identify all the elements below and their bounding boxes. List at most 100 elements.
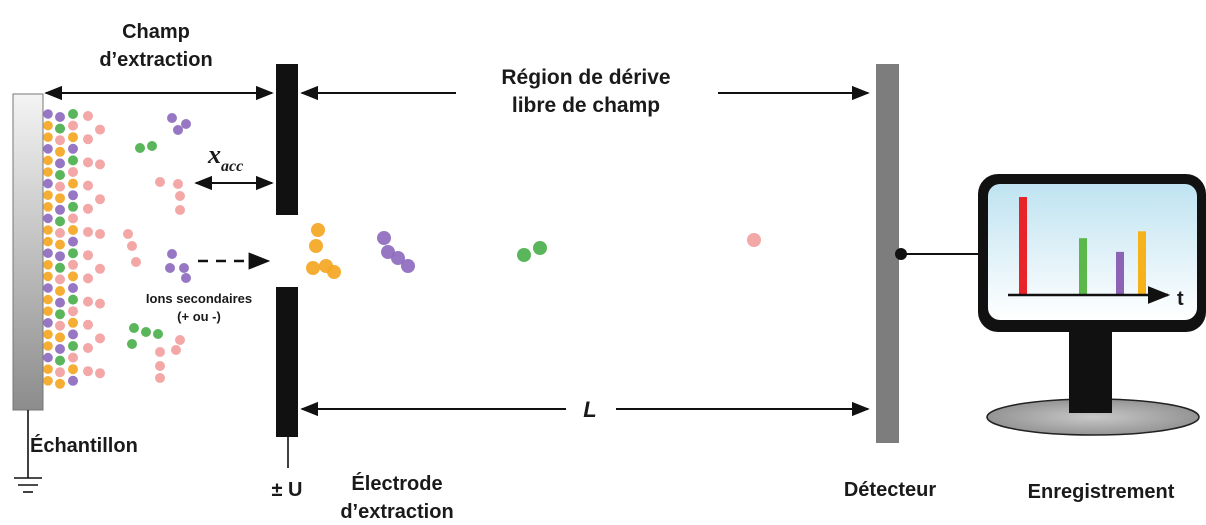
surface-ion [95,368,105,379]
ejected-ion [165,263,175,273]
ejected-ion [153,329,163,339]
surface-ion [68,120,78,131]
surface-ion [43,260,53,270]
surface-ion [83,343,93,353]
ejected-ion [141,327,151,337]
surface-ion [55,355,65,366]
surface-ion [43,178,53,189]
ejected-ion [127,339,137,349]
surface-ion [68,143,78,154]
surface-ion [95,298,105,309]
ejected-ion [171,345,181,355]
time-axis-label: t [1177,288,1184,310]
ejected-ion [155,373,165,383]
surface-ion [55,274,65,285]
surface-ion [43,329,53,340]
surface-ion [43,271,53,282]
electrode-bottom [276,287,298,437]
sample-plate [12,93,44,411]
surface-ion [83,273,93,284]
surface-ion [55,239,65,250]
surface-ion [43,318,53,328]
surface-ion [83,180,93,191]
surface-ion [55,135,65,146]
surface-ion [55,216,65,227]
flying-ion [327,265,341,279]
electrode-top [276,64,298,215]
spectrum-peak [1019,197,1027,295]
surface-ion [43,132,53,142]
ejected-ion [155,361,165,371]
sample-ions [43,109,191,389]
surface-ion [43,376,53,386]
flying-ion [377,231,391,245]
surface-ion [43,120,53,131]
ejected-ion [155,347,165,357]
surface-ion [68,283,78,293]
surface-ion [55,146,65,157]
surface-ion [43,248,53,258]
ejected-ion [129,323,139,333]
surface-ion [68,329,78,340]
surface-ion [55,286,65,296]
surface-ion [55,193,65,204]
surface-ion [55,204,65,215]
surface-ion [43,352,53,363]
ground-icon [14,410,42,493]
detector-plate [876,64,899,443]
surface-ion [68,317,78,328]
surface-ion [68,248,78,259]
surface-ion [68,375,78,386]
champ-label-2: d’extraction [99,49,212,71]
surface-ion [68,271,78,282]
ejected-ion [155,177,165,187]
region-label-1: Région de dérive [501,66,670,89]
surface-ion [83,227,93,237]
enregistrement-label: Enregistrement [1028,481,1175,503]
surface-ion [43,109,53,119]
surface-ion [83,203,93,214]
spectrum-peaks [1019,197,1146,295]
surface-ion [43,364,53,375]
flying-ion [533,241,547,255]
surface-ion [55,344,65,354]
x-acc-label: xacc [207,140,243,175]
electrode-label-1: Électrode [351,472,442,495]
monitor-stand-neck [1069,332,1112,413]
surface-ion [43,190,53,200]
champ-label-1: Champ [122,21,190,43]
surface-ion [83,319,93,330]
ejected-ion [173,179,183,189]
spectrum-peak [1116,251,1124,295]
surface-ion [83,296,93,307]
surface-ion [68,201,78,212]
detecteur-label: Détecteur [844,479,936,501]
ejected-ion [175,335,185,345]
x-acc-main: x [207,140,221,169]
pm-u-label: ± U [272,479,303,501]
surface-ion [43,341,53,351]
surface-ion [55,378,65,389]
echantillon-label: Échantillon [30,434,138,457]
surface-ion [43,283,53,293]
flying-ion [309,239,323,253]
surface-ion [43,306,53,317]
flying-ion [306,261,320,275]
ejected-ion [127,241,137,251]
surface-ion [43,225,53,235]
surface-ion [95,124,105,135]
surface-ion [43,167,53,177]
surface-ion [95,333,105,344]
surface-ion [95,229,105,239]
surface-ion [68,236,78,247]
surface-ion [43,155,53,166]
surface-ion [68,132,78,143]
surface-ion [55,123,65,134]
surface-ion [83,250,93,261]
ions-label-1: Ions secondaires [146,291,252,306]
surface-ion [68,213,78,224]
surface-ion [68,364,78,375]
surface-ion [68,109,78,119]
surface-ion [95,263,105,274]
ejected-ion [181,119,191,129]
